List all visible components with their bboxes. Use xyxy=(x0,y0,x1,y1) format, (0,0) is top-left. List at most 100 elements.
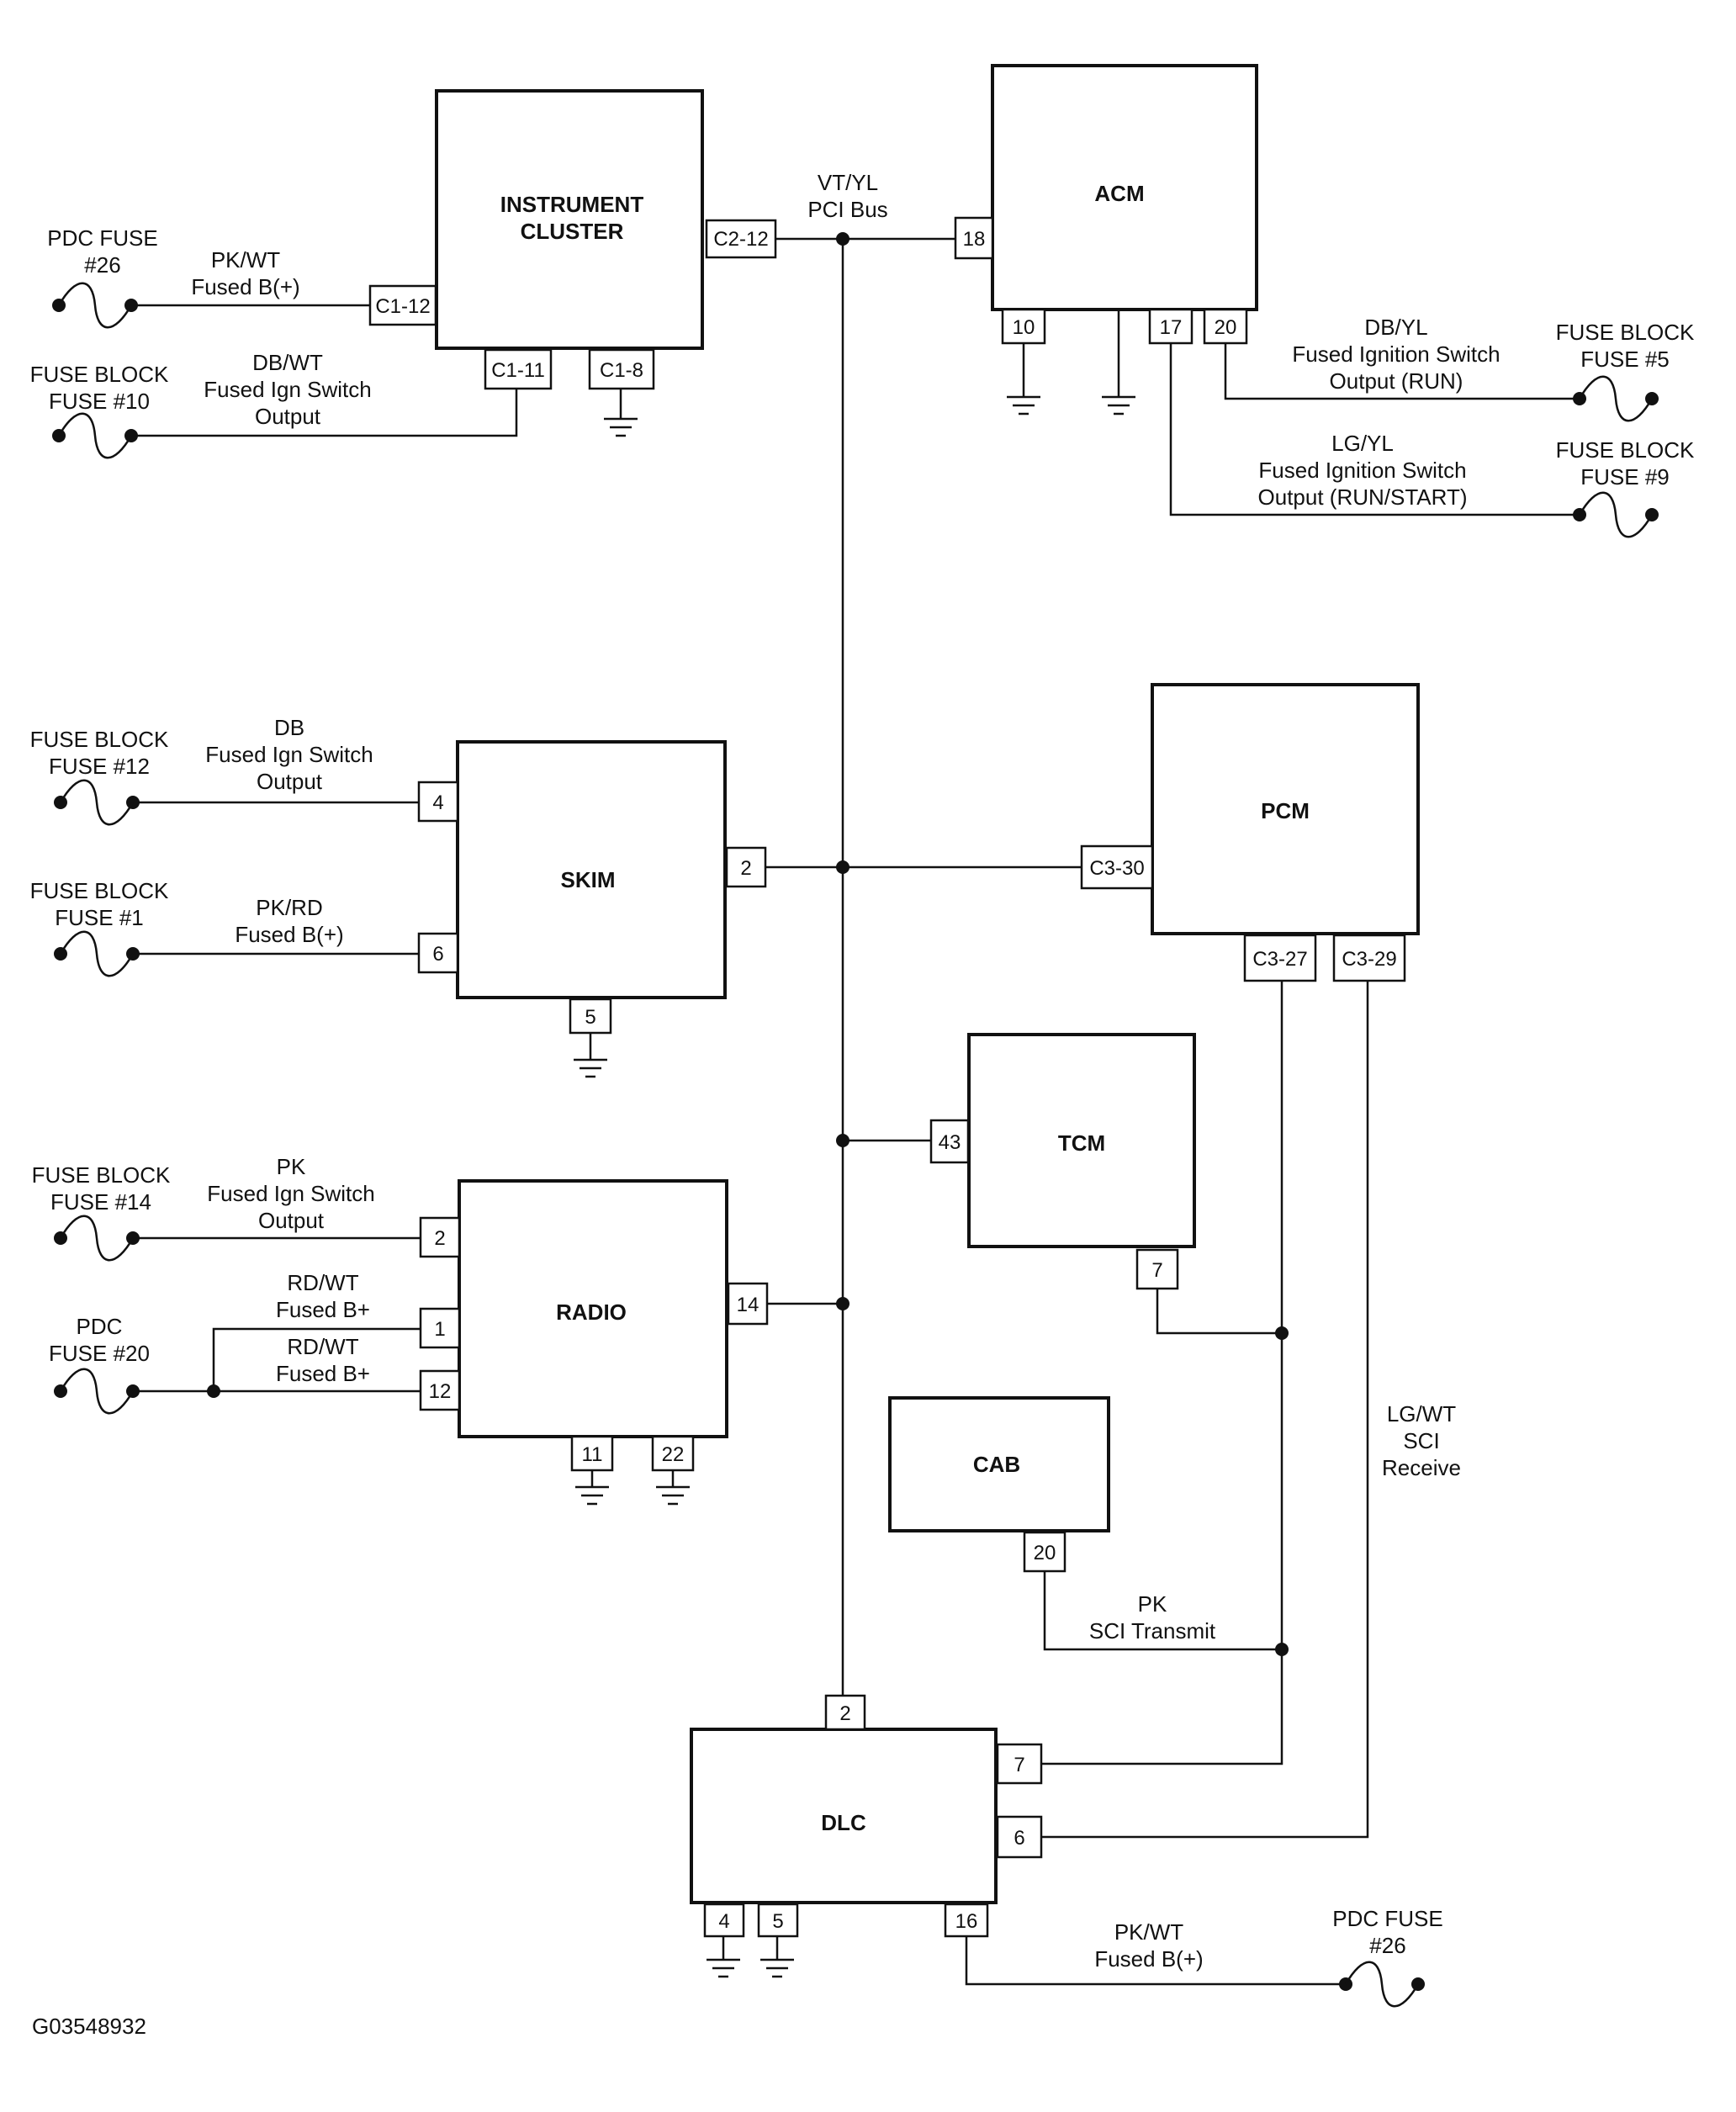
ground-icon xyxy=(574,1058,607,1078)
ic-b-plus-label-1: PK/WT xyxy=(211,247,280,273)
splice-pci-acm xyxy=(836,232,849,246)
fuse-block-12 xyxy=(54,779,140,826)
pin-tcm-43-label: 43 xyxy=(939,1131,961,1154)
skim-ign-label-3: Output xyxy=(257,769,323,794)
sci-receive-label-2: SCI xyxy=(1403,1428,1439,1453)
pin-ic-c1-8 xyxy=(588,348,655,390)
skim-label: SKIM xyxy=(561,867,616,892)
fuse-pdc26-bottom-label-1: PDC FUSE xyxy=(1332,1906,1442,1931)
splice-pci-tcm xyxy=(836,1134,849,1147)
fuse-pdc20-label-1: PDC xyxy=(77,1314,123,1339)
pin-radio-12 xyxy=(419,1369,461,1411)
pin-skim-6-label: 6 xyxy=(432,943,443,966)
tcm-label: TCM xyxy=(1058,1130,1105,1156)
fuse-block-5 xyxy=(1573,375,1659,422)
splice-radio-b-plus xyxy=(207,1384,220,1398)
ic-b-plus-label-2: Fused B(+) xyxy=(191,274,299,299)
ground-icon xyxy=(656,1485,690,1506)
acm-run-label-2: Fused Ignition Switch xyxy=(1292,341,1500,367)
pin-dlc-7 xyxy=(996,1743,1043,1785)
pin-acm-17-label: 17 xyxy=(1160,316,1183,339)
pin-radio-14-label: 14 xyxy=(737,1294,760,1316)
pin-radio-22-label: 22 xyxy=(662,1443,685,1466)
pin-dlc-2-label: 2 xyxy=(839,1702,850,1725)
pin-cab-20-label: 20 xyxy=(1034,1542,1056,1564)
splice-cab-sci xyxy=(1275,1643,1289,1656)
figure-id: G03548932 xyxy=(32,2014,146,2039)
pin-pcm-c3-27-label: C3-27 xyxy=(1252,948,1307,971)
connector-pins: C2-12 C1-12 C1-11 C1-8 18 10 17 20 4 6 2… xyxy=(368,216,1406,1938)
skim-b-plus-label-2: Fused B(+) xyxy=(235,922,343,947)
acm-run-label-3: Output (RUN) xyxy=(1330,368,1463,394)
pin-dlc-2 xyxy=(824,1694,866,1731)
ground-symbols xyxy=(574,395,1135,1978)
dlc-b-plus-label-1: PK/WT xyxy=(1114,1919,1183,1945)
pin-tcm-7-label: 7 xyxy=(1151,1259,1162,1282)
pin-acm-20 xyxy=(1203,308,1248,345)
fuse-fb9-label-1: FUSE BLOCK xyxy=(1556,437,1695,463)
pin-skim-5 xyxy=(569,998,612,1035)
radio-b12-label-1: RD/WT xyxy=(287,1334,358,1359)
pin-pcm-c3-30-label: C3-30 xyxy=(1089,857,1144,880)
pin-acm-17 xyxy=(1148,308,1194,345)
pin-pcm-c3-30 xyxy=(1080,844,1154,890)
pci-bus-label-1: VT/YL xyxy=(818,170,878,195)
pin-dlc-6 xyxy=(996,1815,1043,1859)
fuse-pdc-26-bottom xyxy=(1339,1961,1425,2008)
fuse-fb5-label-1: FUSE BLOCK xyxy=(1556,320,1695,345)
skim-ign-label-1: DB xyxy=(274,715,304,740)
pin-acm-10 xyxy=(1001,308,1046,345)
cab-label: CAB xyxy=(973,1452,1020,1477)
pin-radio-1-label: 1 xyxy=(434,1318,445,1341)
radio-b12-label-2: Fused B+ xyxy=(276,1361,370,1386)
acm-run-wire xyxy=(1224,343,1580,400)
pin-skim-2-label: 2 xyxy=(740,857,751,880)
pin-dlc-4 xyxy=(703,1903,745,1938)
pin-acm-18 xyxy=(954,216,994,260)
dlc-b-plus-wire xyxy=(965,1936,1346,1986)
pin-radio-1 xyxy=(419,1307,461,1349)
pin-dlc-16-label: 16 xyxy=(955,1910,978,1933)
pin-tcm-7 xyxy=(1135,1248,1179,1290)
pin-radio-2-label: 2 xyxy=(434,1227,445,1250)
acm-run-start-label-1: LG/YL xyxy=(1331,431,1394,456)
fuse-pdc26-top-label-2: #26 xyxy=(84,252,120,278)
pin-dlc-4-label: 4 xyxy=(718,1910,729,1933)
pin-acm-18-label: 18 xyxy=(963,228,986,251)
ground-icon xyxy=(575,1485,609,1506)
wire-labels: VT/YL PCI Bus PK/WT Fused B(+) DB/WT Fus… xyxy=(191,170,1500,1972)
pin-radio-22 xyxy=(651,1435,695,1472)
pin-skim-4-label: 4 xyxy=(432,791,443,814)
pci-bus-label-2: PCI Bus xyxy=(807,197,887,222)
acm-box xyxy=(991,64,1258,311)
sci-transmit-label-1: PK xyxy=(1138,1591,1167,1617)
pin-ic-c1-12 xyxy=(368,284,437,326)
ground-icon xyxy=(604,417,638,437)
pin-skim-5-label: 5 xyxy=(585,1006,595,1029)
fuse-symbols xyxy=(52,282,1659,2008)
pin-skim-4 xyxy=(417,781,459,823)
instrument-cluster-box xyxy=(435,89,704,350)
fuse-pdc-20 xyxy=(54,1368,140,1415)
dlc-box xyxy=(690,1728,998,1904)
fuse-fb9-label-2: FUSE #9 xyxy=(1580,464,1670,490)
fuse-block-1 xyxy=(54,930,140,977)
radio-b1-label-1: RD/WT xyxy=(287,1270,358,1295)
pin-dlc-7-label: 7 xyxy=(1014,1754,1024,1776)
pin-tcm-43 xyxy=(929,1119,970,1164)
fuse-pdc26-top-label-1: PDC FUSE xyxy=(47,225,157,251)
acm-label: ACM xyxy=(1094,181,1144,206)
fuse-fb1-label-1: FUSE BLOCK xyxy=(30,878,169,903)
dlc-label: DLC xyxy=(821,1810,866,1835)
pcm-c3-27-wire xyxy=(1041,981,1283,1765)
fuse-fb12-label-1: FUSE BLOCK xyxy=(30,727,169,752)
instrument-cluster-label-2: CLUSTER xyxy=(521,219,624,244)
pin-pcm-c3-29 xyxy=(1332,934,1406,982)
acm-run-label-1: DB/YL xyxy=(1364,315,1427,340)
sci-transmit-label-2: SCI Transmit xyxy=(1089,1618,1216,1644)
pin-acm-20-label: 20 xyxy=(1215,316,1237,339)
pin-ic-c2-12-label: C2-12 xyxy=(713,228,768,251)
radio-ign-label-2: Fused Ign Switch xyxy=(207,1181,374,1206)
